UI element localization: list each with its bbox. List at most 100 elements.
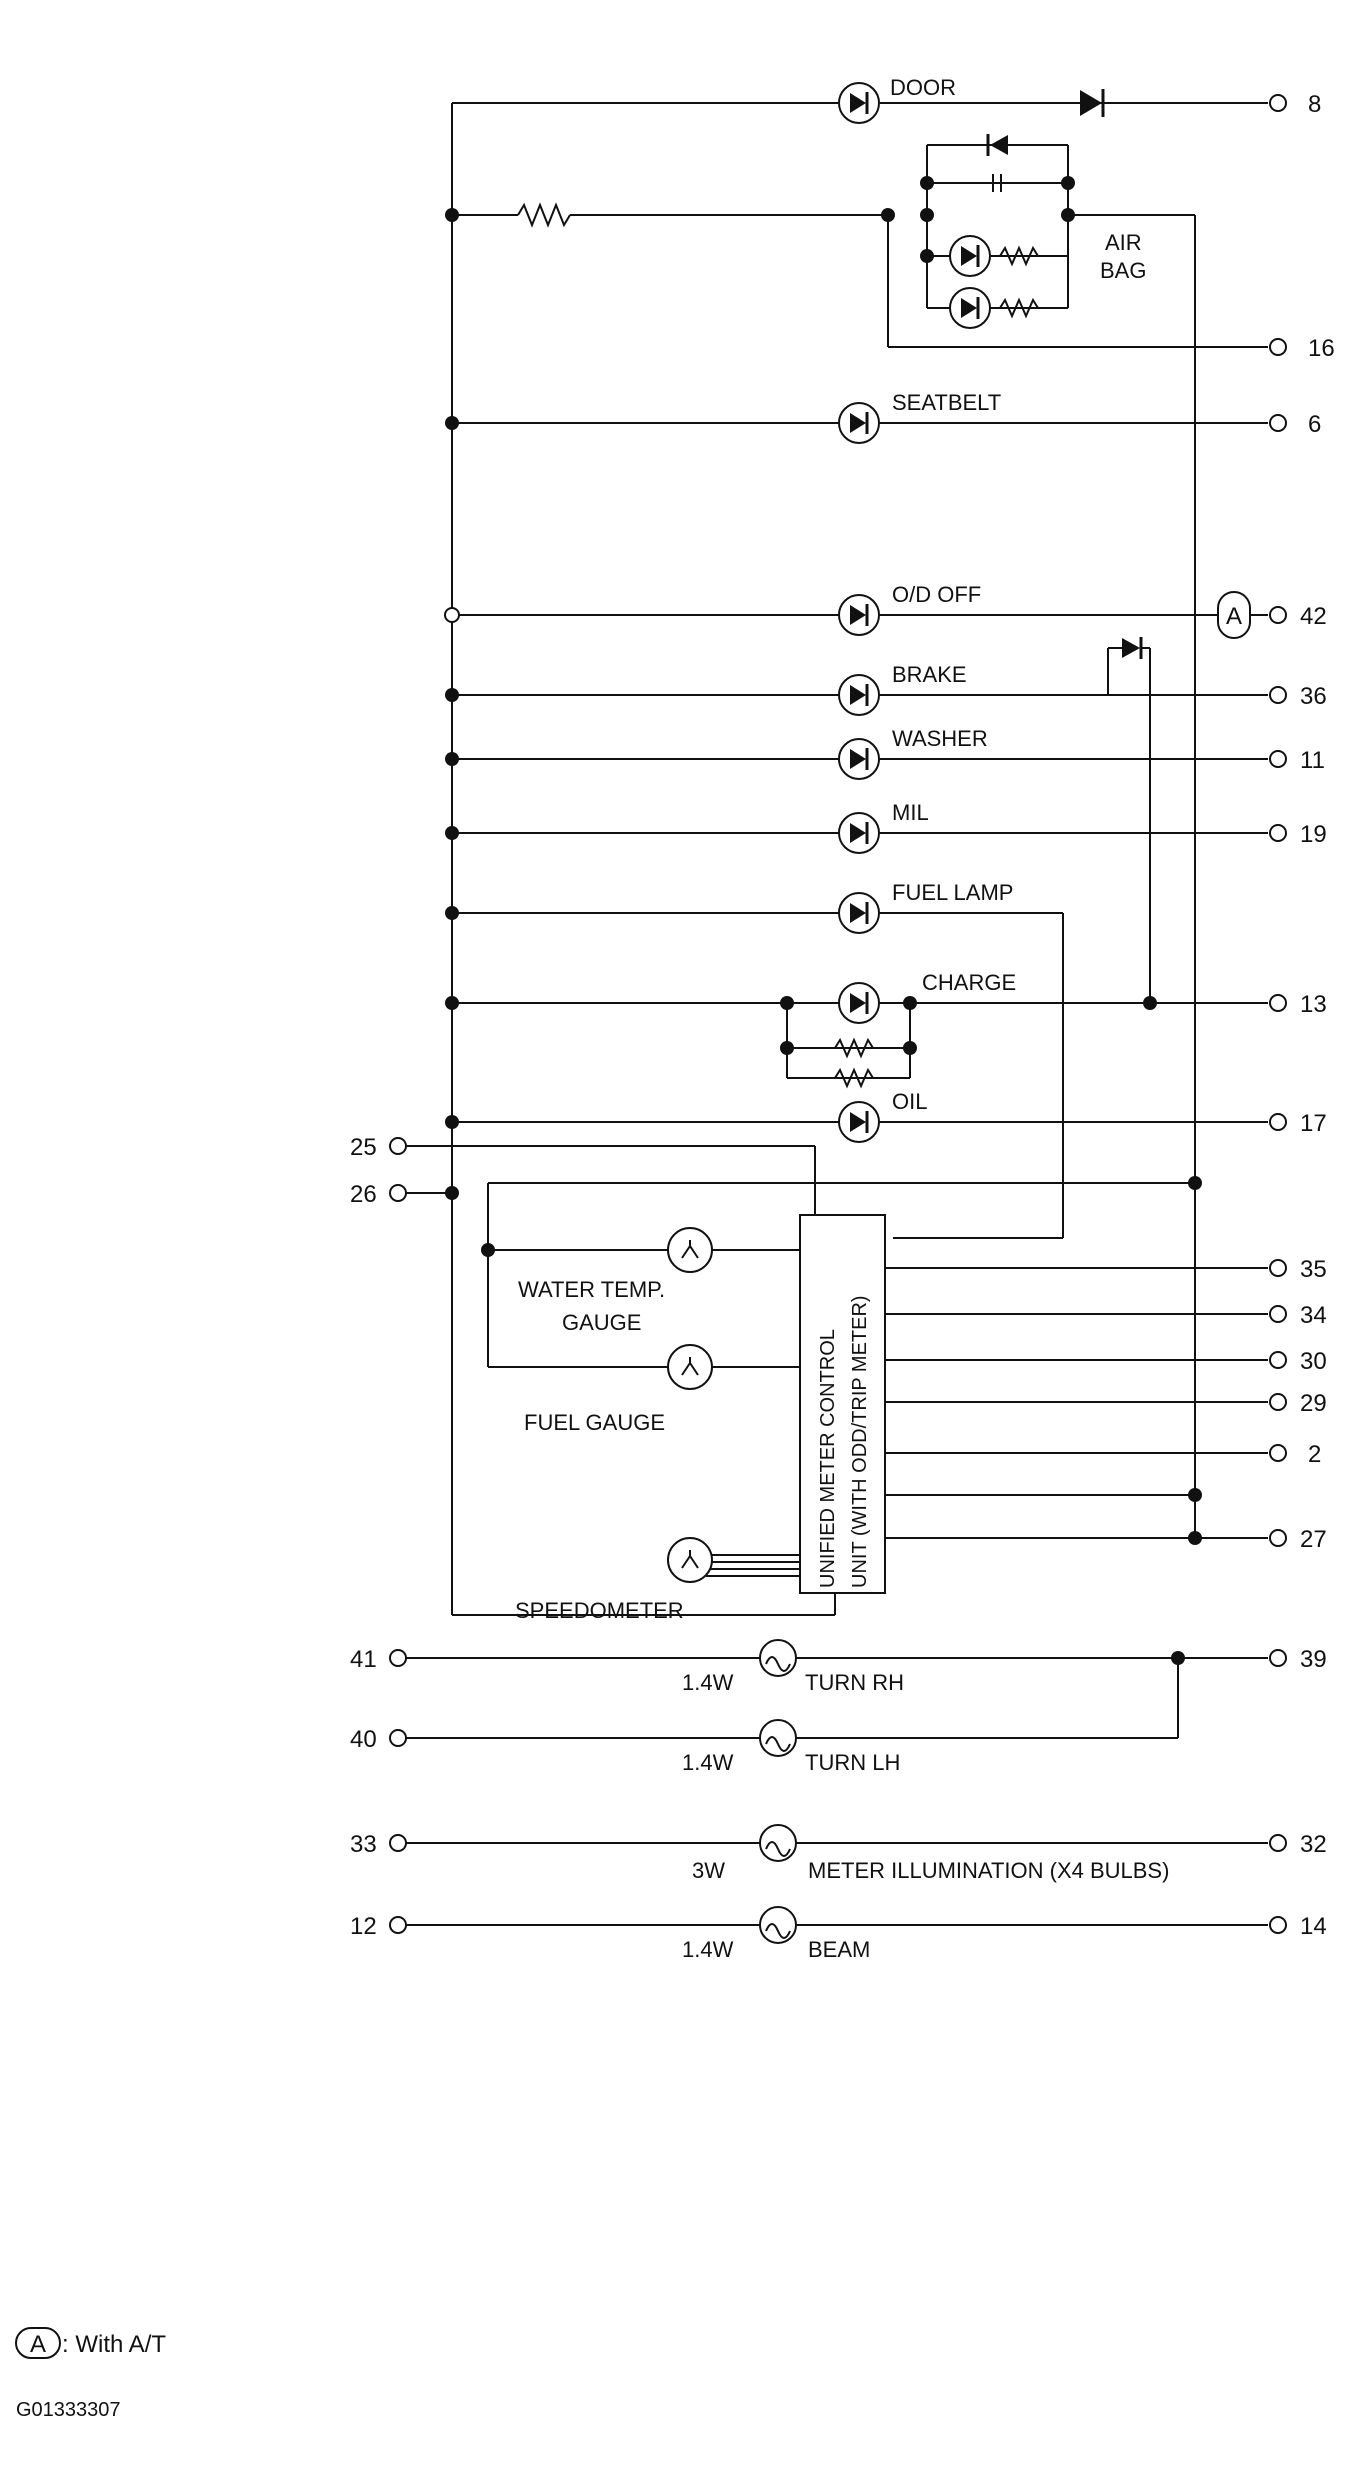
unit-output-ground [885,1488,1202,1502]
oil-row: OIL 17 [445,1089,1327,1143]
fuel-gauge-icon [667,1344,713,1390]
door-label: DOOR [890,75,956,100]
turn-lh-row: 40 1.4W TURN LH [350,1658,1179,1775]
legend: A : With A/T [15,2327,166,2359]
fuel-lamp-led-icon [838,892,880,934]
pin-11-label: 11 [1300,747,1325,774]
zener-diode-icon [986,134,1008,156]
pin-16-label: 16 [1308,335,1335,362]
unit-output-29: 29 [885,1390,1327,1417]
seatbelt-row: SEATBELT 6 [445,390,1321,444]
pin-35-label: 35 [1300,1256,1327,1283]
charge-label: CHARGE [922,970,1016,995]
turn-rh-watt: 1.4W [682,1670,734,1695]
washer-row: WASHER 11 [445,726,1325,780]
pin-19-label: 19 [1300,821,1327,848]
fuel-gauge-label: FUEL GAUGE [524,1410,665,1435]
od-off-label: O/D OFF [892,582,981,607]
meter-illumination-label: METER ILLUMINATION (X4 BULBS) [808,1858,1169,1883]
turn-lh-label: TURN LH [805,1750,900,1775]
control-unit: UNIFIED METER CONTROL UNIT (WITH ODD/TRI… [799,1214,886,1594]
pin-13-terminal [1269,994,1287,1012]
od-off-led-icon [838,594,880,636]
pin-41-terminal [389,1649,407,1667]
mil-row: MIL 19 [445,800,1327,854]
unit-output-27: 27 [885,1495,1327,1553]
pin-2-label: 2 [1308,1441,1321,1468]
oil-label: OIL [892,1089,927,1114]
pin-6-terminal [1269,414,1287,432]
water-temp-label-line1: WATER TEMP. [518,1277,665,1302]
mil-label: MIL [892,800,929,825]
option-marker-icon: A [1217,591,1251,639]
pin-25-terminal [389,1137,407,1155]
pin-33-label: 33 [350,1831,377,1858]
pin-35-terminal [1269,1259,1287,1277]
unit-output-34: 34 [885,1302,1327,1329]
pin-42-terminal [1269,606,1287,624]
pin-16-terminal [1269,338,1287,356]
pin-32-terminal [1269,1834,1287,1852]
pin-14-label: 14 [1300,1913,1327,1940]
capacitor-icon [992,174,1002,192]
pin-2-terminal [1269,1444,1287,1462]
pin-41-label: 41 [350,1646,377,1673]
meter-illumination-watt: 3W [692,1858,725,1883]
speedometer-label: SPEEDOMETER [515,1598,684,1623]
airbag-led-icon [949,287,991,329]
unit-output-30: 30 [885,1348,1327,1375]
pin-6-label: 6 [1308,411,1321,438]
bulb-icon [759,1639,797,1677]
airbag-block: AIR BAG 16 [445,134,1335,1500]
pin-8-label: 8 [1308,91,1321,118]
water-temp-label-line2: GAUGE [562,1310,641,1335]
pin-12-label: 12 [350,1913,377,1940]
pin-39-label: 39 [1300,1646,1327,1673]
pin-27-terminal [1269,1529,1287,1547]
diode-icon [1080,89,1105,117]
zener-diode-icon [1122,637,1143,659]
fuel-lamp-label: FUEL LAMP [892,880,1013,905]
airbag-led-icon [949,235,991,277]
pin-29-terminal [1269,1393,1287,1411]
unit-output-2: 2 [885,1441,1321,1468]
pin-39-terminal [1269,1649,1287,1667]
pin-36-label: 36 [1300,683,1327,710]
pin-34-label: 34 [1300,1302,1327,1329]
pin-12-terminal [389,1916,407,1934]
legend-text: : With A/T [62,2331,166,2358]
mil-led-icon [838,812,880,854]
airbag-label-line2: BAG [1100,258,1146,283]
pin-14-terminal [1269,1916,1287,1934]
pin-40-label: 40 [350,1726,377,1753]
pin-27-label: 27 [1300,1526,1327,1553]
bulb-icon [759,1719,797,1757]
washer-led-icon [838,738,880,780]
turn-rh-row: 41 1.4W TURN RH 39 [350,1639,1327,1695]
beam-label: BEAM [808,1937,870,1962]
pin-30-label: 30 [1300,1348,1327,1375]
door-row: DOOR 8 [838,75,1321,124]
speedometer-icon [667,1537,713,1583]
gauge-wiring [481,1176,1202,1577]
control-unit-line2: UNIT (WITH ODD/TRIP METER) [849,1295,871,1588]
pin-17-terminal [1269,1113,1287,1131]
pin-34-terminal [1269,1305,1287,1323]
figure-id: G01333307 [16,2399,121,2421]
oil-led-icon [838,1101,880,1143]
pin-25-label: 25 [350,1134,377,1161]
seatbelt-label: SEATBELT [892,390,1001,415]
washer-label: WASHER [892,726,988,751]
pin-40-terminal [389,1729,407,1747]
pin-36-terminal [1269,686,1287,704]
charge-row: CHARGE 13 [445,970,1327,1089]
airbag-label-line1: AIR [1105,230,1142,255]
brake-row: BRAKE 36 [445,637,1327,1003]
turn-rh-label: TURN RH [805,1670,904,1695]
control-unit-line1: UNIFIED METER CONTROL [817,1329,839,1588]
pin-30-terminal [1269,1351,1287,1369]
door-led-icon [838,82,880,124]
pin-26-row: 26 [350,1181,836,1616]
pin-11-terminal [1269,750,1287,768]
